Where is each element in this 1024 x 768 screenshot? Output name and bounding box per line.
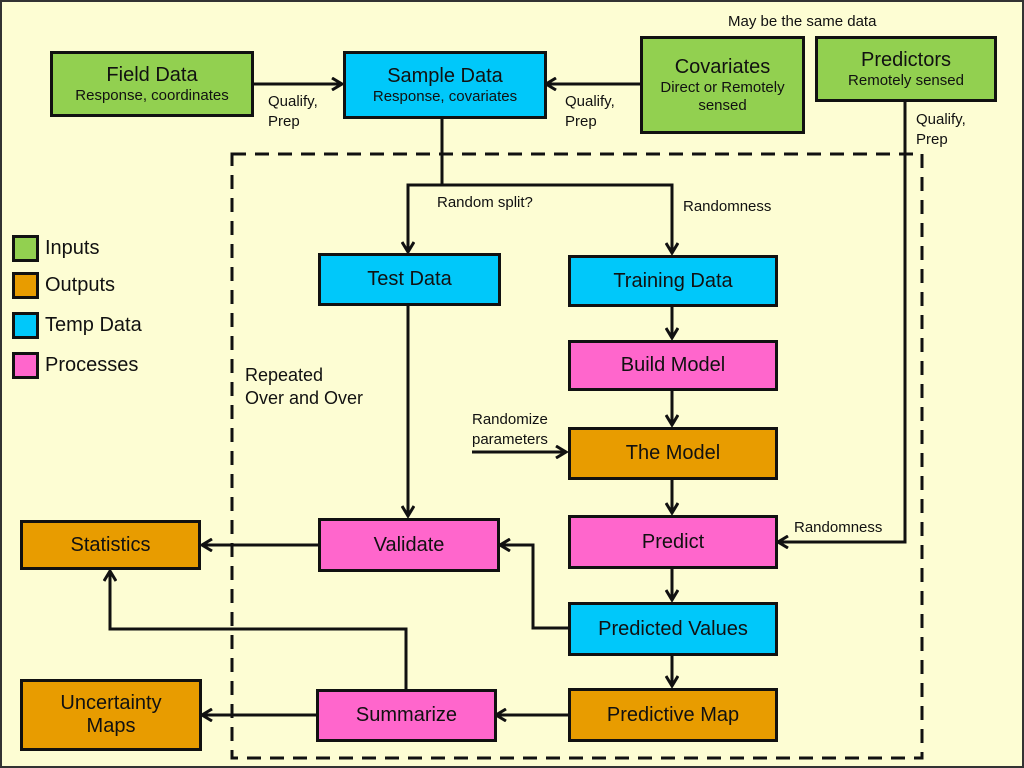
repeat-region-border [230, 152, 924, 760]
node-training-data[interactable]: Training Data [568, 255, 778, 307]
node-predictors[interactable]: Predictors Remotely sensed [815, 36, 997, 102]
legend-swatch [12, 272, 39, 299]
node-predicted-values[interactable]: Predicted Values [568, 602, 778, 656]
legend-item-processes: Processes [12, 352, 138, 379]
node-title: Build Model [620, 354, 726, 376]
label-randomness-predict: Randomness [794, 519, 883, 536]
edge-sample-to-test [408, 183, 442, 252]
node-subtitle: Response, coordinates [75, 86, 229, 104]
node-title: Field Data [106, 63, 198, 86]
label-qualify-prep-field: Qualify, Prep [268, 93, 318, 130]
node-predict[interactable]: Predict [568, 515, 778, 569]
node-title: Statistics [70, 533, 151, 556]
label-qualify-prep-predictors: Qualify, Prep [916, 111, 966, 148]
label-random-split: Random split? [437, 194, 533, 211]
node-title: Validate [373, 533, 445, 556]
label-repeated: Repeated Over and Over [245, 365, 364, 409]
legend-label: Inputs [45, 237, 100, 259]
legend-item-inputs: Inputs [12, 235, 99, 262]
legend-swatch [12, 235, 39, 262]
node-subtitle: Response, covariates [372, 87, 518, 105]
node-statistics[interactable]: Statistics [20, 520, 201, 570]
legend-item-temp-data: Temp Data [12, 312, 142, 339]
node-title: Training Data [613, 269, 733, 292]
legend-item-outputs: Outputs [12, 272, 115, 299]
node-title: Predict [641, 530, 705, 553]
node-validate[interactable]: Validate [318, 518, 500, 572]
edge-values-to-validate [500, 545, 568, 630]
legend-swatch [12, 352, 39, 379]
node-title: Covariates [674, 56, 771, 79]
legend-label: Outputs [45, 274, 116, 296]
node-title: Test Data [367, 268, 452, 290]
label-qualify-prep-covariates: Qualify, Prep [565, 93, 615, 130]
node-subtitle: Remotely sensed [848, 71, 964, 89]
node-title: Uncertainty Maps [60, 692, 162, 737]
label-same-data: May be the same data [728, 13, 877, 30]
node-summarize[interactable]: Summarize [316, 689, 497, 742]
edge-predictors-to-predict [778, 100, 907, 542]
node-title: Predictors [860, 48, 952, 71]
legend-label: Processes [45, 354, 139, 376]
node-title: Sample Data [387, 64, 503, 87]
node-title: Summarize [355, 704, 458, 726]
label-randomness-training: Randomness [683, 198, 772, 215]
node-the-model[interactable]: The Model [568, 427, 778, 480]
node-build-model[interactable]: Build Model [568, 340, 778, 391]
node-title: The Model [625, 442, 721, 464]
node-sample-data[interactable]: Sample Data Response, covariates [343, 51, 547, 119]
node-covariates[interactable]: Covariates Direct or Remotely sensed [640, 36, 805, 134]
node-uncertainty-maps[interactable]: Uncertainty Maps [20, 679, 202, 751]
node-predictive-map[interactable]: Predictive Map [568, 688, 778, 742]
node-field-data[interactable]: Field Data Response, coordinates [50, 51, 254, 117]
legend-swatch [12, 312, 39, 339]
node-title: Predictive Map [606, 703, 740, 726]
edge-summarize-to-statistics [110, 571, 408, 689]
node-title: Predicted Values [598, 617, 748, 640]
legend-label: Temp Data [45, 314, 142, 336]
node-subtitle: Direct or Remotely sensed [660, 79, 785, 114]
node-test-data[interactable]: Test Data [318, 253, 501, 306]
label-randomize-parameters: Randomize parameters [472, 411, 548, 448]
edge-sample-to-training [442, 183, 672, 253]
